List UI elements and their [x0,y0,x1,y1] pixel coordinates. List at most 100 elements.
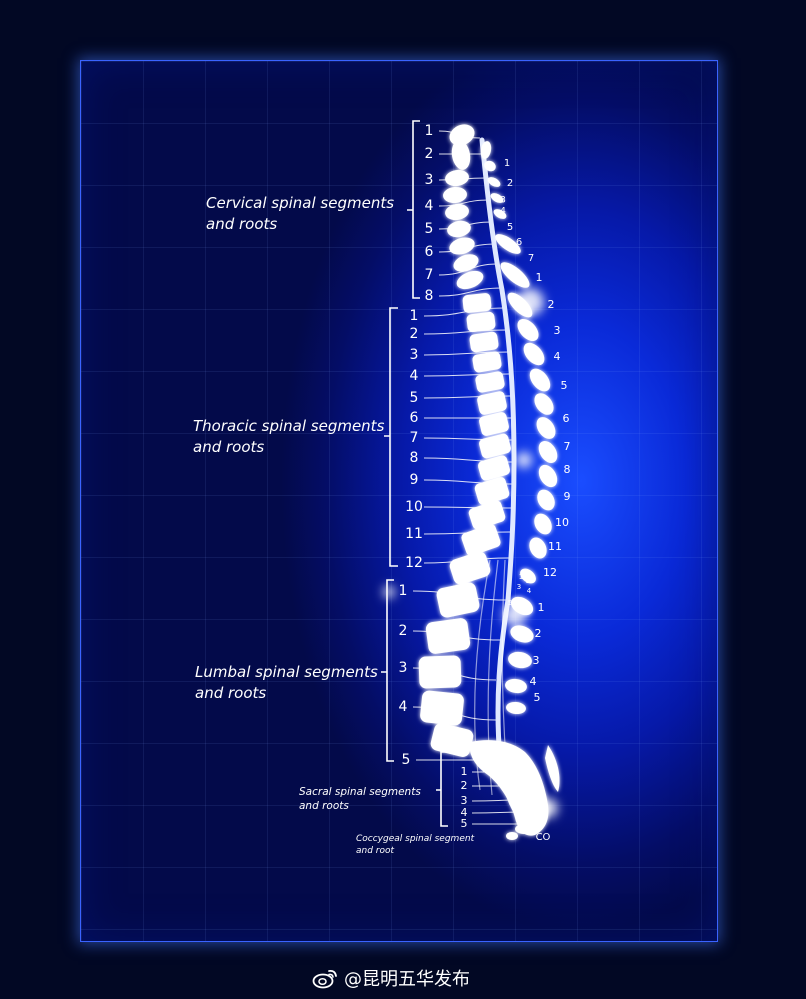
thoracic-vertebra-body [468,500,506,530]
lumbar-segment-number: 1 [399,583,408,599]
thoracic-bracket [384,307,398,567]
thoracic-segment-number: 11 [405,526,423,542]
thoracic-vertebra-body [475,371,505,393]
thoracic-segment-number: 8 [410,450,419,466]
cord-end-number: 4 [527,587,532,595]
cervical-vertebra-number: 4 [500,207,506,217]
lumbar-vertebra-body [449,551,491,585]
diagram-frame [80,60,718,942]
weibo-icon [312,969,337,989]
thoracic-segment-number: 3 [410,347,419,363]
spinous-process [490,193,504,203]
vertebral-bodies [418,124,549,840]
thoracic-vertebra-body [479,433,511,459]
watermark: @昆明五华发布 [312,962,470,994]
spinous-process [538,464,558,488]
thoracic-segment-number: 7 [410,430,419,446]
cervical-vertebra-body [445,203,469,221]
cervical-segment-number: 3 [425,172,434,188]
thoracic-vertebra-number: 12 [543,566,557,579]
sacral-segment-number: 2 [461,779,468,792]
lumbar-vertebra-body [425,618,471,654]
lumbar-segment-number: 3 [399,660,408,676]
cervical-vertebra-body [456,270,484,290]
thoracic-vertebra-body [479,412,509,436]
spinous-process [508,651,532,669]
thoracic-segment-number: 5 [410,390,419,406]
cervical-segment-number: 2 [425,146,434,162]
spinous-process [484,160,496,172]
spinous-process [517,318,539,342]
cervical-vertebra-body [453,254,479,272]
spinous-process [505,678,527,694]
cervical-segment-number: 6 [425,244,434,260]
thoracic-vertebra-number: 3 [554,324,561,337]
thoracic-vertebra-body [474,477,510,505]
spinous-process [506,701,526,715]
light-flare [516,288,544,316]
lumbar-vertebra-body [420,690,464,726]
thoracic-segment-number: 6 [410,410,419,426]
spinous-process [500,262,530,288]
coccyx [506,832,518,840]
spinous-process [480,141,492,159]
thoracic-vertebra-body [478,455,510,481]
spinous-process [538,440,558,464]
thoracic-vertebra-number: 7 [564,440,571,453]
cervical-segment-number: 1 [425,123,434,139]
sacral-segment-number: 5 [461,817,468,830]
cervical-vertebra-body [449,237,475,255]
sacral-segment-number: 1 [461,765,468,778]
lumbar-segment-number: 4 [399,699,408,715]
thoracic-nerve-root [423,307,506,317]
brackets [381,120,448,827]
thoracic-vertebra-body [477,391,507,415]
thoracic-nerve-root [423,351,511,356]
thoracic-segment-number: 2 [410,326,419,342]
lumbar-vertebra-body [436,582,480,618]
cervical-bracket [407,120,420,299]
lumbar-vertebra-number: 4 [530,675,537,688]
cord-end-number: 5 [508,599,512,607]
thoracic-vertebra-number: 2 [548,298,555,311]
lumbar-vertebra-body [430,723,474,757]
cervical-vertebra-number: 1 [504,158,510,169]
cervical-segment-number: 7 [425,267,434,283]
thoracic-segment-number: 12 [405,555,423,571]
sacrum [469,740,549,836]
cord-end-number: 3 [517,583,521,591]
thoracic-nerve-root [423,329,509,335]
spinous-process [536,417,556,439]
thoracic-vertebra-number: 8 [564,463,571,476]
lumbar-segment-number: 2 [399,623,408,639]
thoracic-vertebra-number: 4 [554,350,561,363]
light-flare [503,603,527,627]
thoracic-vertebra-body [466,311,496,333]
lumbar-vertebra-number: 2 [535,627,542,640]
cervical-vertebra-body [451,140,471,170]
light-flare [538,798,558,818]
thoracic-vertebra-number: 6 [563,412,570,425]
coccyx [515,824,533,834]
spinous-process [534,513,552,535]
cervical-vertebra-body [449,124,475,146]
light-flare [516,452,532,468]
lumbar-vertebra-body [418,655,462,689]
light-flare [383,586,395,598]
thoracic-vertebra-number: 1 [536,271,543,284]
cervical-segment-number: 8 [425,288,434,304]
sacral-crest [545,745,560,792]
cervical-vertebra-body [447,220,471,238]
thoracic-vertebra-number: 9 [564,490,571,503]
thoracic-vertebra-number: 5 [561,379,568,392]
cervical-vertebra-number: 6 [516,237,522,248]
cervical-vertebra-number: 5 [507,222,513,233]
lumbar-segment-number: 5 [402,752,411,768]
